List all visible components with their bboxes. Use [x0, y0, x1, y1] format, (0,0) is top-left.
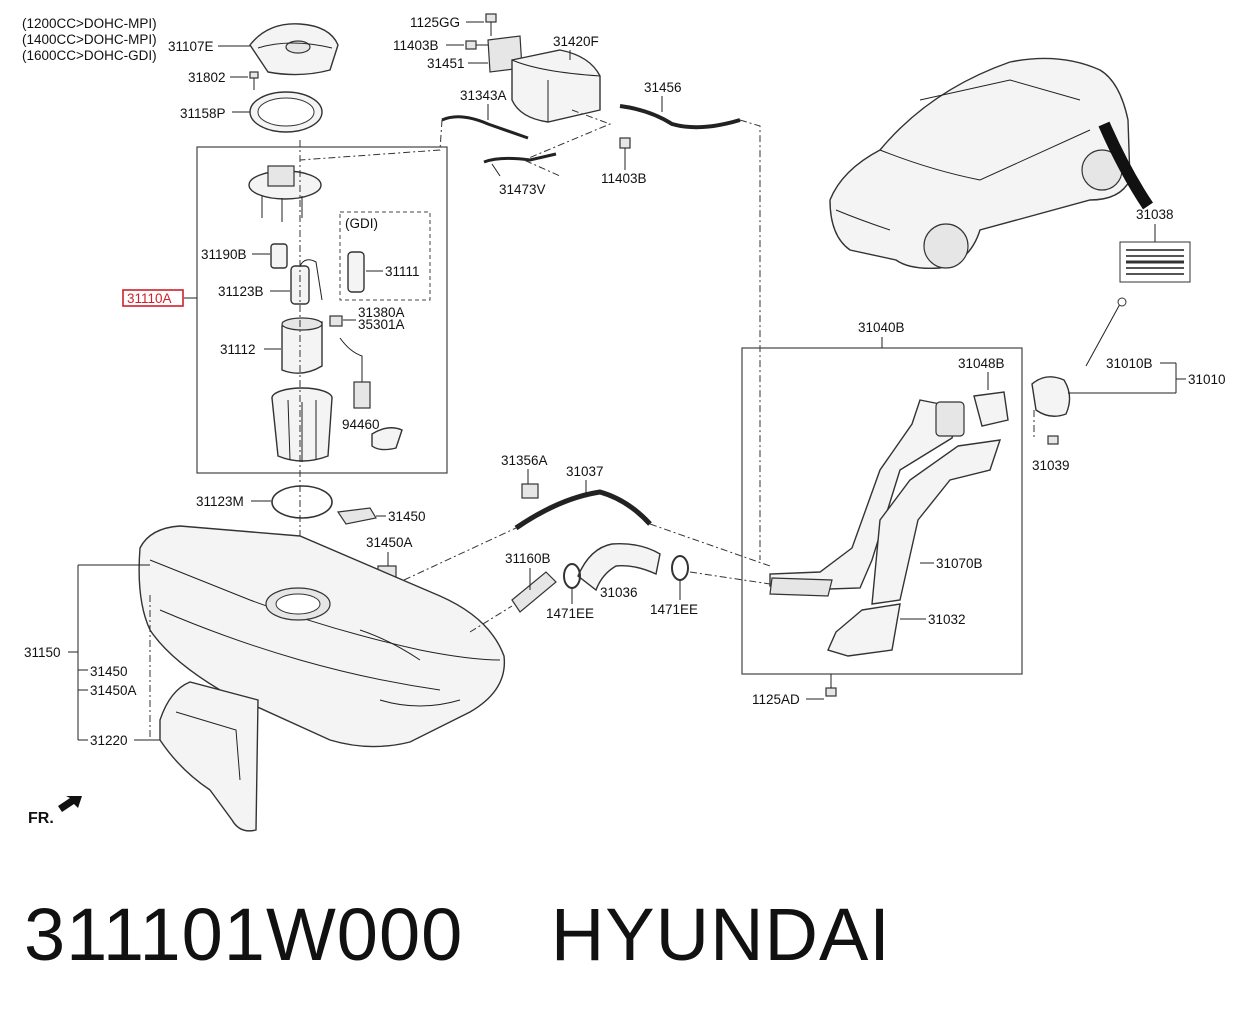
- screw-31039: [1047, 435, 1059, 445]
- bolt-1125AD: [825, 674, 837, 697]
- label-1125AD: 1125AD: [752, 692, 800, 707]
- bolt-1125GG: [485, 13, 497, 36]
- pump-motor-part: [290, 259, 323, 305]
- label-31040B: 31040B: [858, 320, 905, 335]
- label-94460: 94460: [342, 417, 380, 432]
- label-31450-upper: 31450: [388, 509, 426, 524]
- label-31160B: 31160B: [505, 551, 551, 566]
- part-number: 311101W000: [24, 893, 464, 976]
- filter-part: [270, 243, 288, 269]
- label-31802: 31802: [188, 70, 226, 85]
- label-31110A: 31110A: [127, 291, 172, 306]
- gdi-label: (GDI): [345, 216, 378, 231]
- pipe-31160B: [511, 571, 557, 613]
- label-31070B: 31070B: [936, 556, 983, 571]
- level-sender-part: [339, 337, 403, 451]
- label-31123B: 31123B: [218, 284, 264, 299]
- engine-notes: (1200CC>DOHC-MPI) (1400CC>DOHC-MPI) (160…: [22, 16, 157, 63]
- car-illustration: [829, 57, 1153, 270]
- label-31038: 31038: [1136, 207, 1174, 222]
- label-31343A: 31343A: [460, 88, 507, 103]
- label-1471EE-right: 1471EE: [650, 602, 698, 617]
- label-1471EE-left: 1471EE: [546, 606, 594, 621]
- strainer-basket-part: [271, 387, 333, 462]
- gasket-ring-part: [249, 91, 323, 133]
- bolt-11403B-lower: [619, 137, 631, 149]
- label-31039: 31039: [1032, 458, 1070, 473]
- cover-plate-part: [249, 23, 339, 76]
- label-31450A-lower: 31450A: [90, 683, 137, 698]
- filler-hose-31036: [577, 543, 661, 592]
- gdi-box: [339, 211, 431, 301]
- label-31036: 31036: [600, 585, 638, 600]
- highlight-box-31110A: [122, 289, 184, 307]
- pump-flange-part: [248, 165, 322, 222]
- front-label: FR.: [28, 810, 54, 827]
- label-31032: 31032: [928, 612, 966, 627]
- filler-neck-part: [769, 399, 1002, 657]
- tank-label-bracket: [68, 564, 150, 741]
- pump-assembly-box: [196, 146, 448, 474]
- label-31037: 31037: [566, 464, 604, 479]
- front-arrow-icon: [58, 796, 82, 812]
- label-31450-lower: 31450: [90, 664, 128, 679]
- vent-clip-31356A: [521, 483, 539, 499]
- label-31451: 31451: [427, 56, 465, 71]
- label-11403B-upper: 11403B: [393, 38, 439, 53]
- reservoir-part: [281, 317, 323, 374]
- engine-note-3: (1600CC>DOHC-GDI): [22, 48, 157, 63]
- label-1125GG: 1125GG: [410, 15, 460, 30]
- fuel-door-part: [1031, 297, 1127, 417]
- label-31420F: 31420F: [553, 34, 599, 49]
- parts-diagram: (1200CC>DOHC-MPI) (1400CC>DOHC-MPI) (160…: [22, 13, 1226, 832]
- engine-note-2: (1400CC>DOHC-MPI): [22, 32, 157, 47]
- footer-caption: 311101W000 HYUNDAI: [24, 885, 1224, 985]
- label-31450A-upper: 31450A: [366, 535, 413, 550]
- label-31111: 31111: [385, 264, 420, 279]
- label-31048B: 31048B: [958, 356, 1005, 371]
- canister-part: [511, 49, 601, 123]
- gasket-31048B: [973, 391, 1009, 427]
- label-31123M: 31123M: [196, 494, 244, 509]
- label-31220: 31220: [90, 733, 128, 748]
- vapor-hose-part: [441, 115, 557, 164]
- label-31010: 31010: [1188, 372, 1226, 387]
- label-31112: 31112: [220, 342, 256, 357]
- breather-hose-part: [619, 104, 741, 130]
- heat-shield-part: [159, 681, 259, 832]
- label-31010B: 31010B: [1106, 356, 1153, 371]
- gdi-pump-part: [347, 251, 365, 293]
- label-31456: 31456: [644, 80, 682, 95]
- label-31473V: 31473V: [499, 182, 546, 197]
- clamp-1471EE-right: [671, 555, 689, 581]
- label-31107E: 31107E: [168, 39, 214, 54]
- bracket-part: [336, 507, 377, 525]
- label-11403B-lower: 11403B: [601, 171, 647, 186]
- brand-name: HYUNDAI: [550, 893, 891, 976]
- fuel-label-sticker: [1119, 241, 1191, 283]
- label-31190B: 31190B: [201, 247, 247, 262]
- label-31356A: 31356A: [501, 453, 548, 468]
- label-31158P: 31158P: [180, 106, 226, 121]
- o-ring-part: [271, 485, 333, 519]
- label-31150: 31150: [24, 645, 61, 660]
- label-35301A: 35301A: [358, 317, 405, 332]
- engine-note-1: (1200CC>DOHC-MPI): [22, 16, 157, 31]
- bolt-11403B-upper: [465, 40, 488, 50]
- label-31380A: 31380A: [358, 305, 405, 320]
- sensor-part: [329, 315, 343, 327]
- vent-hose-31037: [514, 489, 652, 531]
- screw-part: [249, 71, 259, 90]
